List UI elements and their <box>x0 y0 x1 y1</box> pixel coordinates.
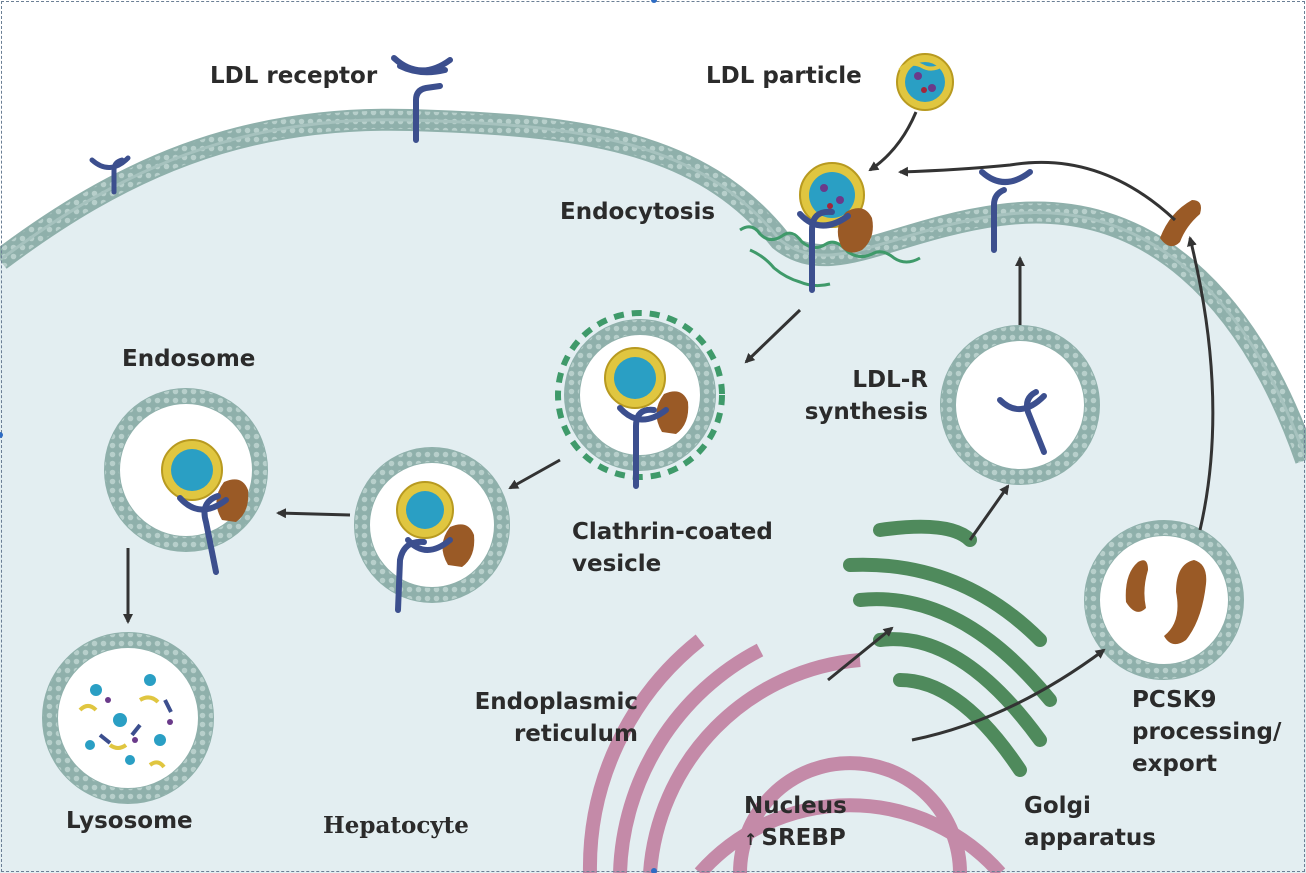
pcsk9-vesicle <box>1084 520 1244 680</box>
pcsk9-icon <box>1160 200 1201 247</box>
pathway-arrows <box>123 111 1215 742</box>
endosome-label: Endosome <box>122 346 256 372</box>
new-receptor-icon <box>979 169 1033 253</box>
ldl-particle-label: LDL particle <box>706 63 862 89</box>
lysosome-label: Lysosome <box>66 808 193 834</box>
ldl-receptor-label: LDL receptor <box>210 63 378 89</box>
ldl-particle-icon <box>896 53 954 111</box>
golgi-apparatus-icon <box>843 519 1057 777</box>
hepatocyte-label: Hepatocyte <box>323 812 469 839</box>
endocytosis-label: Endocytosis <box>560 199 716 225</box>
selection-handle-bottom[interactable] <box>651 868 657 873</box>
endosome-vesicle <box>104 388 268 575</box>
ldl-receptor-icon <box>391 55 453 143</box>
lysosome-vesicle <box>42 632 214 804</box>
nucleus-er-icon <box>582 634 1006 873</box>
ldlr-synthesis-label: LDL-R synthesis <box>804 367 928 425</box>
nucleus-label: Nucleus ↑SREBP <box>744 793 847 851</box>
ldlr-synthesis-vesicle <box>940 325 1100 485</box>
small-receptor-icon <box>89 155 131 195</box>
selection-handle-left[interactable] <box>0 432 3 438</box>
clathrin-coated-vesicle-label: Clathrin-coated vesicle <box>572 519 773 577</box>
golgi-label: Golgi apparatus <box>1024 793 1156 851</box>
endoplasmic-reticulum-label: Endoplasmic reticulum <box>474 689 638 747</box>
pcsk9-label: PCSK9 processing/ export <box>1132 687 1282 777</box>
early-vesicle <box>354 447 510 613</box>
clathrin-coated-vesicle <box>555 310 725 489</box>
cytoplasm <box>0 119 1306 873</box>
selection-handle-top[interactable] <box>651 0 657 3</box>
endocytosis-complex <box>797 162 873 293</box>
up-arrow-icon: ↑ <box>744 830 758 849</box>
